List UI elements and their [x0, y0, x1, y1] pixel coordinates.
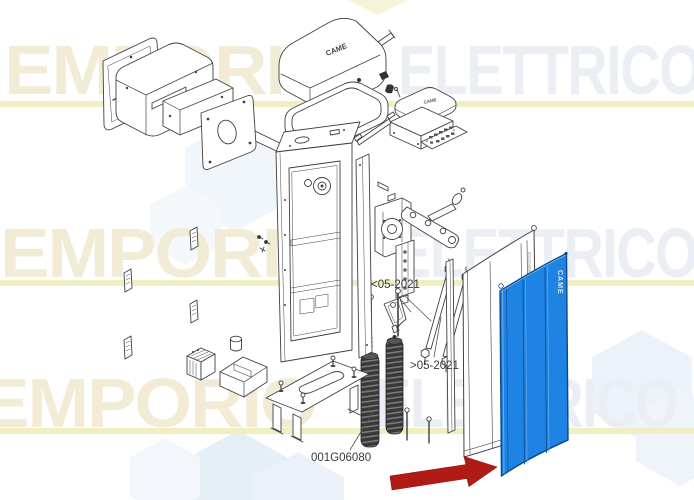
base-plate: [265, 355, 370, 443]
balancing-spring-right: [385, 335, 404, 435]
fixing-plates: [123, 226, 199, 360]
anchor-bolts: [278, 355, 357, 404]
screws: [257, 235, 271, 253]
circuit-board: [420, 125, 468, 150]
door-seal-profile: [445, 258, 456, 434]
lock-parts: [379, 71, 401, 98]
anchor-pins: [404, 407, 432, 444]
crank-arm: [400, 187, 466, 249]
leader-lines: [349, 294, 442, 451]
door-jamb-strip: [355, 153, 373, 359]
came-logo: CAME: [556, 270, 563, 295]
door-part-code: 001G06080: [527, 252, 532, 275]
wedge-cover: [219, 356, 268, 398]
barrier-cabinet: [275, 121, 361, 363]
label-after-date: >05-2021: [410, 360, 459, 372]
l-rod-bracket: [353, 111, 396, 146]
highlighted-door-panel: CAME: [498, 251, 569, 477]
transformer: [186, 347, 216, 381]
small-cylinder: [230, 335, 242, 352]
watermark-underline: [0, 428, 694, 434]
release-lever: [383, 297, 407, 334]
label-part-number: 001G06080: [311, 452, 372, 464]
came-logo: CAME: [423, 97, 437, 105]
label-before-date: <05-2021: [371, 279, 420, 291]
red-arrow: [389, 456, 498, 491]
watermark-word-elettrico: ELETTRICO: [397, 31, 694, 109]
balancing-spring-left: [360, 350, 380, 448]
